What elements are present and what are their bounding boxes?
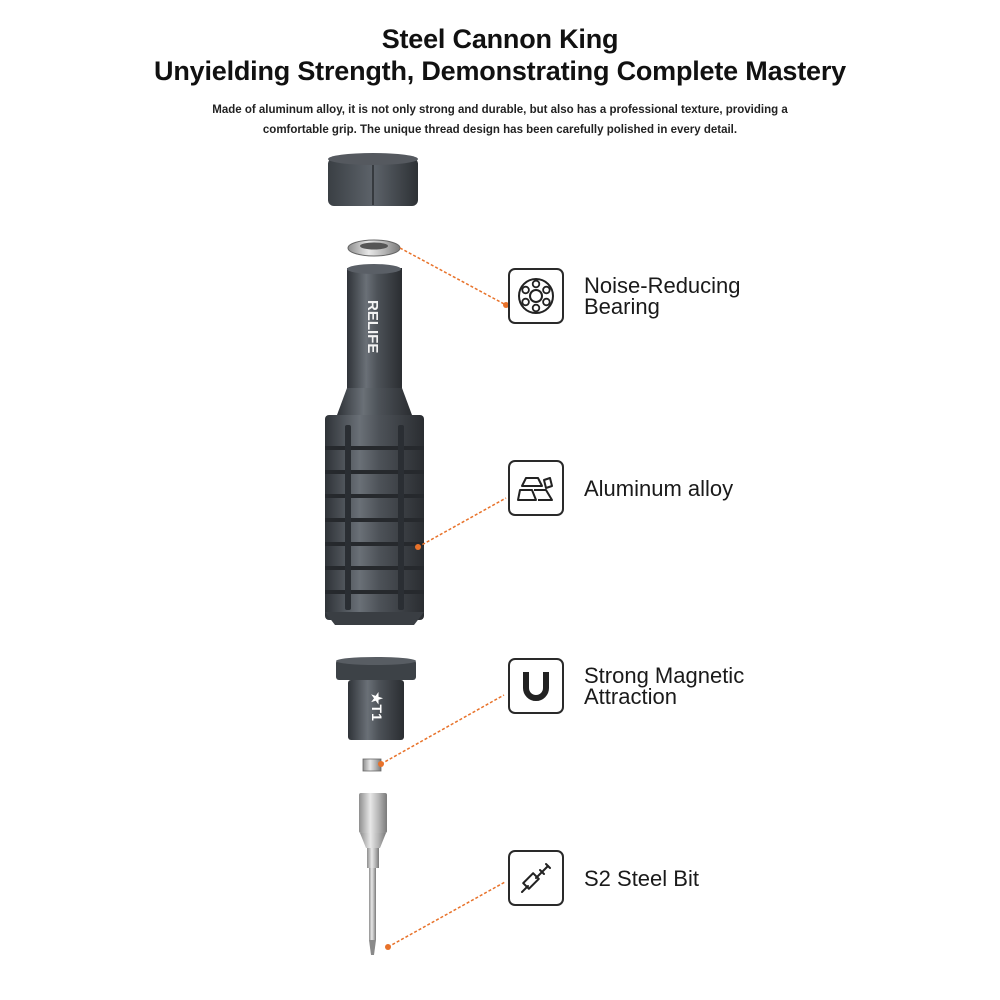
screwdriver-icon [508,850,564,906]
feature-bearing-label: Noise-Reducing Bearing [584,273,741,319]
description-line-2: comfortable grip. The unique thread desi… [262,124,738,136]
feature-bearing-line-2: Bearing [584,294,660,319]
brand-logo-text: RELIFE [364,300,381,353]
feature-steel-bit-line-1: S2 Steel Bit [584,865,699,891]
page-title: Steel Cannon King [381,24,619,54]
feature-magnetic-line-2: Attraction [584,684,677,709]
feature-aluminum-label: Aluminum alloy [584,475,734,501]
bearing-part [347,239,401,257]
feature-aluminum: Aluminum alloy [508,460,733,516]
page-subtitle: Unyielding Strength, Demonstrating Compl… [154,56,846,86]
feature-magnetic-label: Strong Magnetic Attraction [584,663,745,709]
magnet-icon [508,658,564,714]
bearing-icon [508,268,564,324]
handle: RELIFE [325,264,424,625]
feature-steel-bit: S2 Steel Bit [508,850,699,906]
callout-dots [378,302,509,950]
feature-magnetic: Strong Magnetic Attraction [508,658,744,714]
bit-holder: ★T1 [336,657,416,740]
top-cap [328,153,418,206]
feature-aluminum-line-1: Aluminum alloy [584,475,734,501]
feature-steel-bit-label: S2 Steel Bit [584,865,699,891]
feature-bearing: Noise-Reducing Bearing [508,268,741,324]
bit-holder-label: ★T1 [369,692,385,721]
callout-lines [380,247,507,948]
description: Made of aluminum alloy, it is not only s… [150,100,850,140]
feature-magnetic-line-1: Strong Magnetic [584,663,745,688]
feature-bearing-line-1: Noise-Reducing [584,273,741,298]
steel-bit [359,793,387,955]
description-line-1: Made of aluminum alloy, it is not only s… [212,104,788,116]
metal-ingot-icon [508,460,564,516]
